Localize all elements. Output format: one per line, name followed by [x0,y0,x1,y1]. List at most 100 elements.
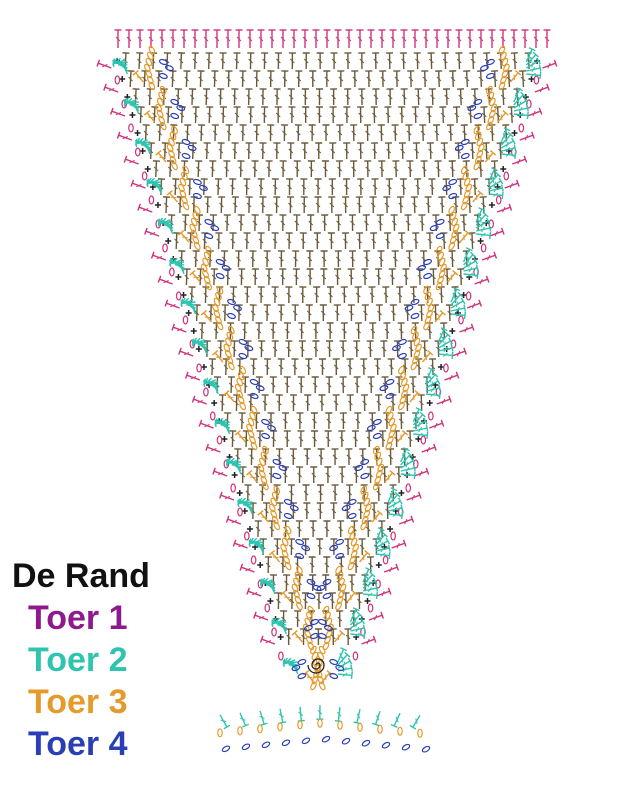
edge-stitch [246,587,262,597]
body-stitch [376,214,384,232]
body-stitch [183,268,191,286]
body-stitch [460,124,468,142]
body-stitch [269,376,277,394]
body-stitch [251,160,259,178]
edge-stitch [345,29,353,48]
round4-chain [306,578,316,586]
round3-chain [168,137,175,147]
round3-stitch [268,550,281,563]
edge-stitch [510,29,518,48]
round3-chain [350,537,358,547]
body-stitch [245,142,253,160]
body-stitch [332,358,340,376]
body-stitch [209,160,217,178]
single-crochet-mark [139,148,146,154]
round3-chain [202,257,209,267]
body-stitch [428,88,436,106]
body-stitch [370,232,378,250]
single-crochet-mark [231,472,238,478]
body-stitch [335,214,343,232]
round2-stitch [425,377,441,389]
round2-stitch [501,144,517,153]
edge-stitch [136,29,144,48]
round3-chain [385,405,393,415]
body-stitch [233,52,241,70]
single-crochet-mark [415,436,422,442]
round2-stitch [437,331,451,346]
body-stitch [440,142,448,160]
body-stitch [371,142,379,160]
body-stitch [337,556,345,574]
edge-stitch [466,29,474,48]
round4-chain [291,664,301,672]
body-stitch [137,106,145,124]
round2-stitch [488,191,504,200]
body-stitch [320,250,328,268]
round3-chain [438,257,446,267]
body-stitch [249,250,257,268]
body-stitch [277,358,285,376]
body-stitch [182,214,190,232]
body-stitch [204,196,212,214]
body-stitch [377,124,385,142]
body-stitch [346,358,354,376]
body-stitch [291,358,299,376]
round2-stitch [316,705,324,720]
round3-chain [462,171,470,181]
body-stitch [425,106,433,124]
body-stitch [334,250,342,268]
round2-stitch [387,487,398,503]
body-stitch [386,52,394,70]
round3-chain [213,297,221,307]
body-stitch [293,160,301,178]
round4-chain [204,232,214,240]
round3-chain [169,131,177,141]
body-stitch [296,412,304,430]
body-stitch [231,196,239,214]
body-stitch [336,160,344,178]
body-stitch [332,394,340,412]
round3-chain [239,365,247,375]
edge-stitch [150,251,167,261]
body-stitch [211,70,219,88]
body-stitch [155,70,163,88]
round4-chain [295,538,305,546]
round4-chain [267,424,276,432]
round2-stitch [362,591,379,600]
body-stitch [340,286,348,304]
body-stitch [184,124,192,142]
body-stitch [273,142,281,160]
round3-chain [182,201,190,211]
round2-stitch [349,607,360,623]
round4-chain [398,338,407,346]
edge-chain [428,411,434,421]
legend-item-toer-1: Toer 1 [28,599,128,637]
edge-chain [148,195,155,205]
body-stitch [385,178,393,196]
round4-chain [198,184,208,192]
edge-stitch [279,29,287,48]
body-stitch [275,394,283,412]
round2-stitch [525,51,539,66]
round4-chain [366,424,376,432]
round3-chain [322,605,330,615]
body-stitch [398,142,406,160]
body-stitch [261,52,269,70]
body-stitch [433,124,441,142]
edge-chain [278,651,284,661]
round4-chain [435,232,445,240]
body-stitch [441,52,449,70]
round4-chain [227,312,236,320]
single-crochet-mark [426,400,433,406]
round3-chain [216,321,224,331]
round3-chain [205,245,212,255]
round3-stitch [223,390,235,403]
body-stitch [243,232,251,250]
round3-chain [476,137,484,147]
body-stitch [231,88,239,106]
round3-chain [277,722,283,732]
body-stitch [342,592,350,610]
single-crochet-mark [200,364,207,370]
magic-ring-symbol [307,658,325,674]
round3-chain [318,645,326,655]
